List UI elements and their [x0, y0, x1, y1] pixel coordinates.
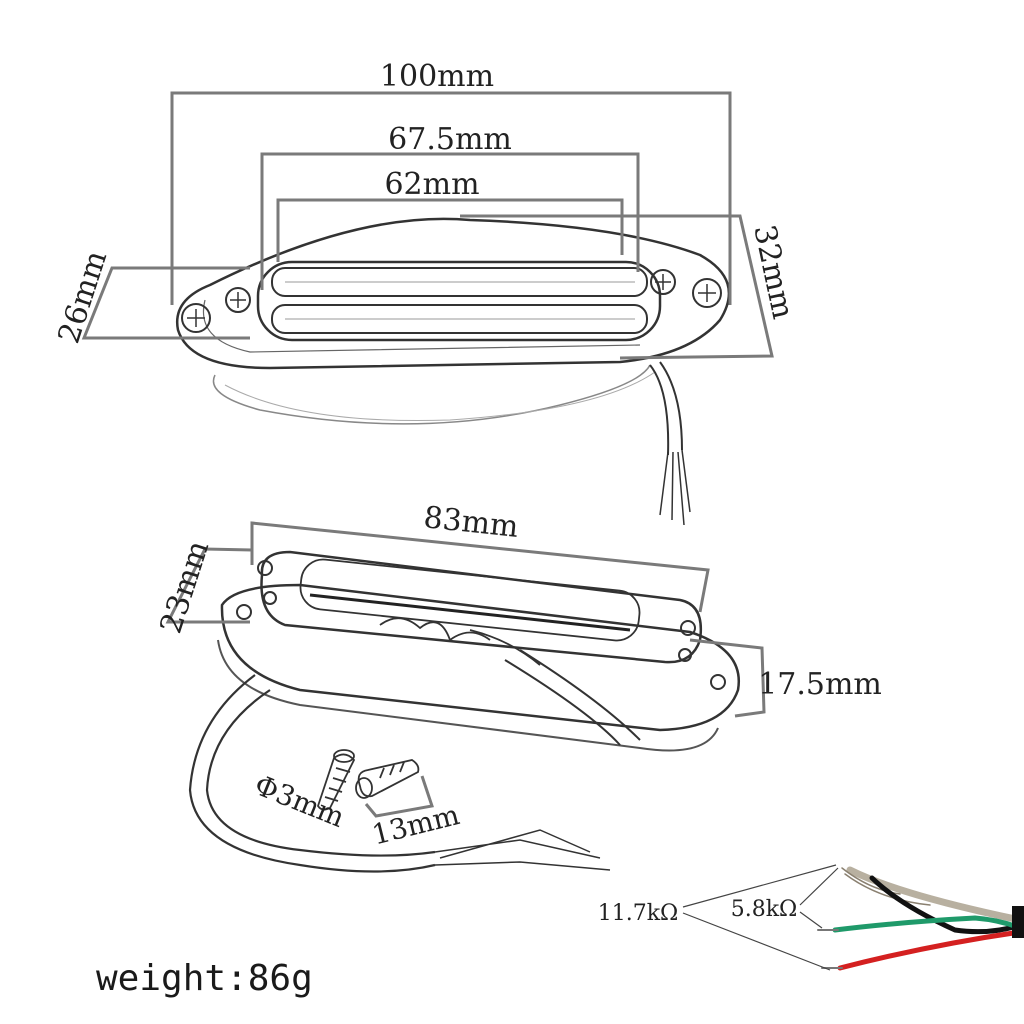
wire-green [832, 915, 1023, 933]
top-pickup-drawing [175, 217, 731, 526]
screw-dimension-lines [364, 775, 434, 818]
bottom-dimension-lines [165, 521, 766, 718]
mounting-screws [317, 749, 420, 811]
label-height-left: 26mm [52, 246, 115, 347]
top-dimension-lines [81, 91, 774, 360]
label-weight: weight:86g [96, 958, 313, 999]
label-resistance-total: 11.7kΩ [598, 901, 679, 926]
label-screw-length: 13mm [369, 798, 463, 851]
wire-ends [817, 866, 1024, 971]
label-bottom-width: 17.5mm [758, 667, 882, 702]
wire-braid [846, 866, 1024, 924]
label-bottom-length: 83mm [422, 500, 520, 545]
wire-black [869, 875, 1023, 935]
label-cover-length: 67.5mm [388, 122, 512, 157]
label-inner-length: 62mm [384, 167, 479, 202]
resistance-lines [682, 864, 839, 971]
bottom-pickup-drawing [188, 550, 741, 873]
label-top-length: 100mm [380, 59, 494, 94]
wire-braid-strands [841, 867, 931, 906]
label-resistance-half: 5.8kΩ [731, 897, 798, 922]
wire-red [837, 929, 1023, 971]
label-height-right: 32mm [746, 222, 800, 322]
